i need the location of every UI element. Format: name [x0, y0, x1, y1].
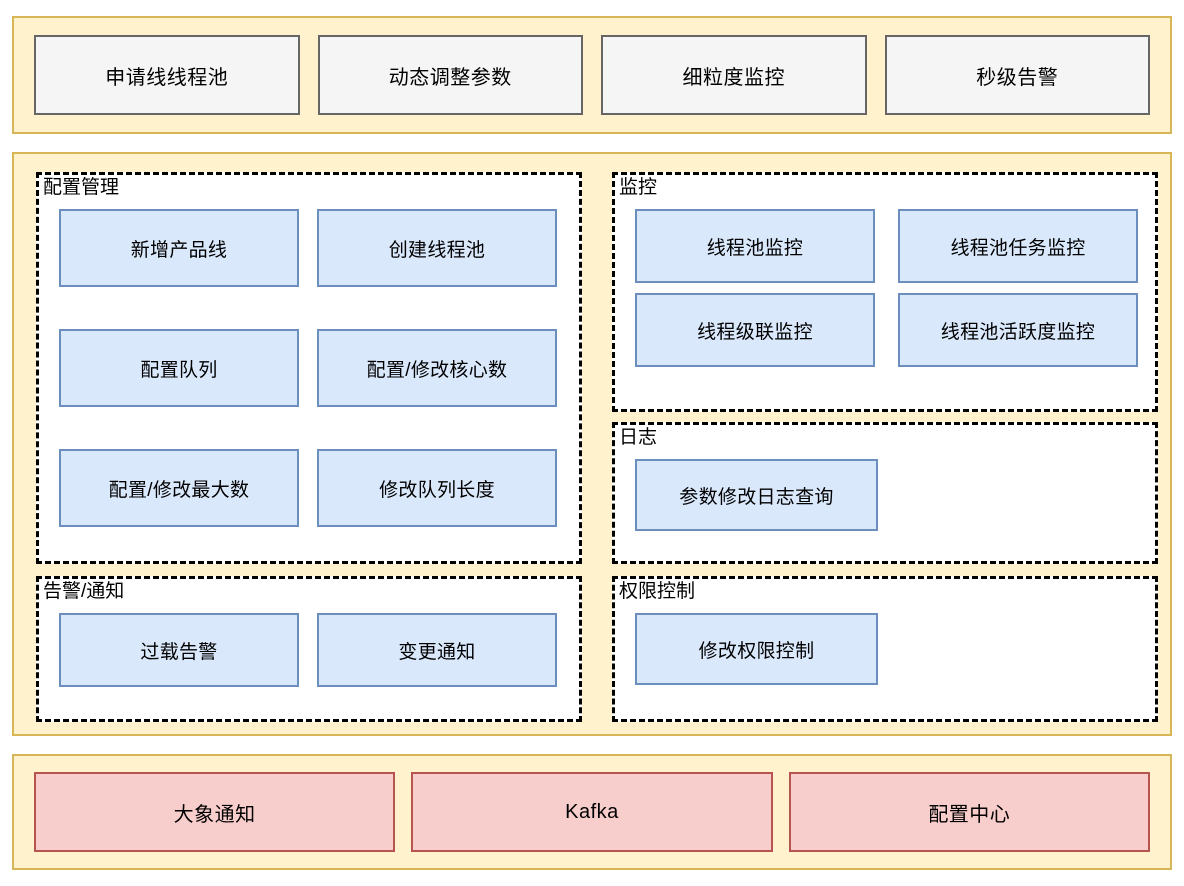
top-capability-band: 申请线线程池 动态调整参数 细粒度监控 秒级告警 [12, 16, 1172, 134]
bottom-dependency-row: 大象通知 Kafka 配置中心 [14, 756, 1170, 868]
middle-band-inner: 配置管理 新增产品线 创建线程池 配置队列 配置/修改核心数 配置/修改最大数 … [36, 172, 1158, 722]
feature-modify-queue-length[interactable]: 修改队列长度 [317, 449, 557, 527]
middle-feature-band: 配置管理 新增产品线 创建线程池 配置队列 配置/修改核心数 配置/修改最大数 … [12, 152, 1172, 736]
group-log: 日志 参数修改日志查询 [612, 422, 1158, 564]
feature-thread-cascade-monitor[interactable]: 线程级联监控 [635, 293, 875, 367]
top-item-fine-grained-monitor[interactable]: 细粒度监控 [601, 35, 867, 115]
feature-param-change-log-query[interactable]: 参数修改日志查询 [635, 459, 878, 531]
group-title-log: 日志 [619, 427, 658, 448]
right-column: 监控 线程池监控 线程池任务监控 线程级联监控 线程池活跃度监控 日志 参数修改… [612, 172, 1158, 722]
feature-config-modify-max-size[interactable]: 配置/修改最大数 [59, 449, 299, 527]
group-title-config-management: 配置管理 [43, 177, 120, 198]
top-item-second-level-alert[interactable]: 秒级告警 [884, 35, 1150, 115]
top-item-dynamic-adjust-params[interactable]: 动态调整参数 [317, 35, 583, 115]
group-permission-control: 权限控制 修改权限控制 [612, 576, 1158, 722]
group-title-alert-notification: 告警/通知 [43, 581, 125, 602]
feature-thread-pool-activity-monitor[interactable]: 线程池活跃度监控 [898, 293, 1138, 367]
group-body-log: 参数修改日志查询 [635, 459, 1141, 553]
group-title-monitoring: 监控 [619, 177, 658, 198]
feature-create-thread-pool[interactable]: 创建线程池 [317, 209, 557, 287]
dependency-kafka[interactable]: Kafka [411, 772, 773, 852]
feature-modify-permission-control[interactable]: 修改权限控制 [635, 613, 878, 685]
group-body-alert-notification: 过载告警 变更通知 [59, 613, 565, 711]
group-body-config-management: 新增产品线 创建线程池 配置队列 配置/修改核心数 配置/修改最大数 修改队列长… [59, 209, 565, 553]
dependency-daxiang-notification[interactable]: 大象通知 [34, 772, 396, 852]
group-title-permission-control: 权限控制 [619, 581, 696, 602]
bottom-dependency-band: 大象通知 Kafka 配置中心 [12, 754, 1172, 870]
feature-config-queue[interactable]: 配置队列 [59, 329, 299, 407]
feature-change-notification[interactable]: 变更通知 [317, 613, 557, 687]
feature-thread-pool-task-monitor[interactable]: 线程池任务监控 [898, 209, 1138, 283]
group-body-monitoring: 线程池监控 线程池任务监控 线程级联监控 线程池活跃度监控 [635, 209, 1141, 401]
group-body-permission-control: 修改权限控制 [635, 613, 1141, 711]
feature-thread-pool-monitor[interactable]: 线程池监控 [635, 209, 875, 283]
top-item-apply-thread-pool[interactable]: 申请线线程池 [34, 35, 300, 115]
dependency-config-center[interactable]: 配置中心 [788, 772, 1150, 852]
group-config-management: 配置管理 新增产品线 创建线程池 配置队列 配置/修改核心数 配置/修改最大数 … [36, 172, 582, 564]
feature-add-product-line[interactable]: 新增产品线 [59, 209, 299, 287]
left-column: 配置管理 新增产品线 创建线程池 配置队列 配置/修改核心数 配置/修改最大数 … [36, 172, 582, 722]
group-monitoring: 监控 线程池监控 线程池任务监控 线程级联监控 线程池活跃度监控 [612, 172, 1158, 412]
top-capability-row: 申请线线程池 动态调整参数 细粒度监控 秒级告警 [14, 18, 1170, 132]
feature-config-modify-core-size[interactable]: 配置/修改核心数 [317, 329, 557, 407]
group-alert-notification: 告警/通知 过载告警 变更通知 [36, 576, 582, 722]
feature-overload-alert[interactable]: 过载告警 [59, 613, 299, 687]
